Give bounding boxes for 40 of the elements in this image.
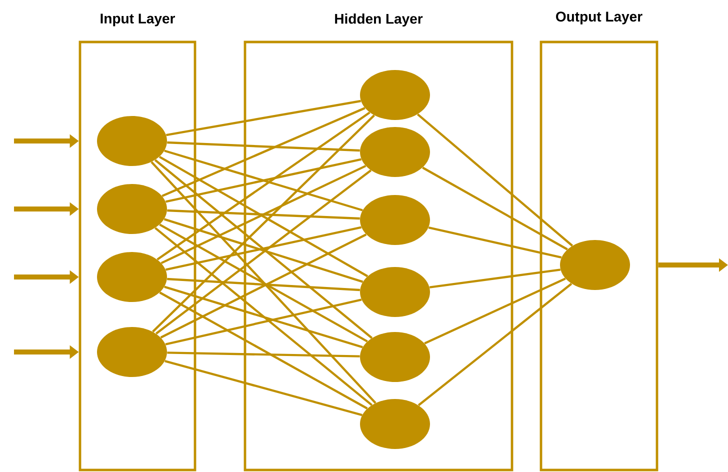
layer-heading: Input Layer xyxy=(100,14,176,26)
neuron-circle xyxy=(360,399,430,449)
connection-line xyxy=(164,218,364,283)
connection-line xyxy=(156,112,370,260)
connection-line xyxy=(165,158,362,203)
connection-line xyxy=(428,226,562,259)
neuron-circle xyxy=(97,252,167,302)
connection-line xyxy=(164,360,362,416)
neuron-circle xyxy=(360,332,430,382)
connection-line xyxy=(424,278,566,344)
connection-line xyxy=(418,282,572,406)
connection-line xyxy=(167,352,360,358)
connection-line xyxy=(164,150,363,212)
connection-line xyxy=(422,166,568,250)
neuron-circle xyxy=(360,127,430,177)
connection-line xyxy=(167,141,360,152)
neuron-circle xyxy=(360,267,430,317)
connection-line xyxy=(416,113,574,247)
connection-line xyxy=(429,268,561,288)
connection-line xyxy=(158,156,368,278)
neuron-circle xyxy=(560,240,630,290)
neuron-circle xyxy=(360,70,430,120)
connection-line xyxy=(150,161,376,404)
connection-line xyxy=(159,292,368,410)
connection-line xyxy=(165,298,362,346)
connection-line xyxy=(165,226,362,271)
neuron-circle xyxy=(97,184,167,234)
connection-line xyxy=(167,209,360,220)
layer-heading: Output Layer xyxy=(556,12,642,24)
neuron-circle xyxy=(360,195,430,245)
connection-line xyxy=(164,286,363,348)
connection-line xyxy=(162,107,366,197)
neuron-circle xyxy=(97,116,167,166)
connection-line xyxy=(152,114,375,332)
connection-line xyxy=(167,278,360,292)
layer-heading: Hidden Layer xyxy=(335,13,423,27)
connection-line xyxy=(160,164,366,264)
neuron-circle xyxy=(97,327,167,377)
connection-line xyxy=(154,227,373,406)
connection-line xyxy=(166,100,361,136)
